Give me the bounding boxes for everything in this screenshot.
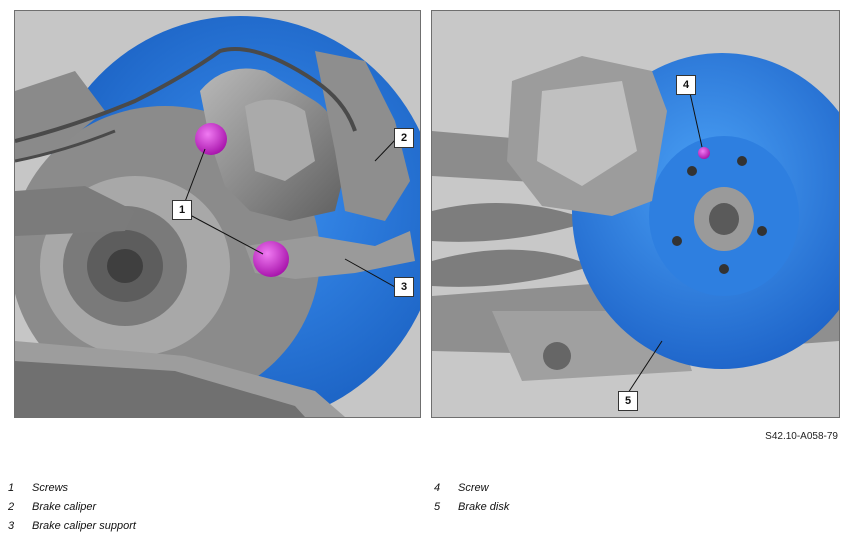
legend-number: 5 [434,501,441,513]
caliper-view-illustration [15,11,420,417]
screw-upper-highlight [195,123,227,155]
legend-item: 3 Brake caliper support [8,517,136,536]
legend-label: Screw [458,482,489,494]
legend-number: 4 [434,482,441,494]
screw-lower-highlight [253,241,289,277]
brake-line [15,47,357,143]
legend-number: 1 [8,482,15,494]
callout-4: 4 [676,75,696,95]
figure-code: S42.10-A058-79 [765,431,838,442]
disk-view-illustration [432,11,839,417]
legend-item: 5 Brake disk [434,498,509,517]
legend-label: Brake caliper [32,501,97,513]
legend-label: Brake caliper support [32,520,136,532]
legend-number: 2 [8,501,15,513]
callout-2: 2 [394,128,414,148]
legend-item: 1 Screws [8,479,136,498]
brake-caliper-support [245,231,415,279]
legend-left: 1 Screws 2 Brake caliper 3 Brake caliper su… [8,479,136,536]
legend-item: 4 Screw [434,479,509,498]
legend-label: Brake disk [458,501,510,513]
left-illustration-panel: 1 2 3 [14,10,421,418]
legend-right: 4 Screw 5 Brake disk [434,479,509,517]
screw-highlight [698,147,710,159]
right-illustration-panel: 4 5 [431,10,840,418]
callout-3: 3 [394,277,414,297]
callout-5: 5 [618,391,638,411]
legend-item: 2 Brake caliper [8,498,136,517]
legend-number: 3 [8,520,15,532]
callout-1: 1 [172,200,192,220]
legend-label: Screws [32,482,69,494]
